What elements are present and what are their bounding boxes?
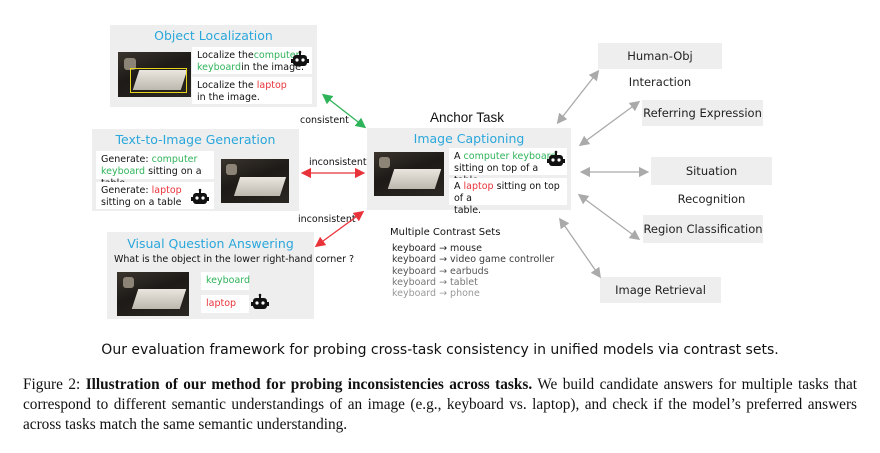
figure-caption: Figure 2: Illustration of our method for…	[23, 375, 857, 435]
vqa-answer-laptop: laptop	[201, 295, 249, 313]
keyboard-photo	[374, 152, 444, 196]
task-arrow	[559, 217, 601, 279]
inconsistent-label: inconsistent	[309, 157, 367, 168]
contrast-sets-list: keyboard → mouse keyboard → video game c…	[392, 243, 554, 299]
generate-keyboard-prompt: Generate: computer keyboard sitting on a…	[96, 151, 214, 189]
robot-icon	[547, 150, 565, 166]
keyboard-photo	[221, 159, 289, 203]
caption-label: Figure 2:	[23, 376, 81, 393]
figure-subtitle: Our evaluation framework for probing cro…	[101, 342, 779, 358]
object-localization-title: Object Localization	[154, 28, 273, 43]
caption-body: We build candidate answers for multiple …	[23, 376, 858, 433]
task-human-obj-interaction: Human-Obj Interaction	[598, 43, 722, 89]
bounding-box	[130, 68, 187, 93]
task-arrow	[577, 193, 641, 241]
keyboard-photo	[118, 52, 191, 97]
anchor-task-heading: Anchor Task	[430, 110, 505, 125]
vqa-panel: Visual Question Answering What is the ob…	[107, 232, 354, 319]
task-image-retrieval: Image Retrieval	[600, 277, 721, 303]
task-arrow	[556, 69, 600, 125]
contrast-item: keyboard → tablet	[392, 276, 478, 288]
inconsistent-arrow	[314, 210, 365, 248]
text-to-image-title: Text-to-Image Generation	[115, 132, 276, 147]
contrast-item: keyboard → mouse	[392, 243, 482, 254]
robot-icon	[291, 50, 309, 66]
object-localization-panel: Object Localization Localize thecomputer…	[110, 25, 317, 107]
task-referring-expression: Referring Expression	[642, 100, 763, 126]
task-situation-recognition: Situation Recognition	[651, 157, 772, 206]
consistent-arrow	[321, 93, 367, 129]
task-arrow	[578, 100, 641, 147]
image-captioning-title: Image Captioning	[413, 131, 525, 146]
vqa-answer-keyboard: keyboard	[201, 272, 250, 290]
contrast-item: keyboard → phone	[392, 288, 480, 300]
vqa-question: What is the object in the lower right-ha…	[114, 254, 355, 265]
vqa-title: Visual Question Answering	[127, 236, 294, 251]
caption-bold: Illustration of our method for probing i…	[85, 376, 533, 393]
keyboard-photo	[117, 272, 189, 316]
robot-icon	[251, 293, 269, 309]
contrast-item: keyboard → video game controller	[392, 254, 555, 266]
robot-icon	[191, 188, 209, 204]
text-to-image-panel: Text-to-Image Generation Generate: compu…	[92, 129, 299, 211]
task-region-classification: Region Classification	[643, 215, 763, 243]
contrast-item: keyboard → earbuds	[392, 265, 489, 277]
contrast-sets-heading: Multiple Contrast Sets	[390, 227, 501, 238]
